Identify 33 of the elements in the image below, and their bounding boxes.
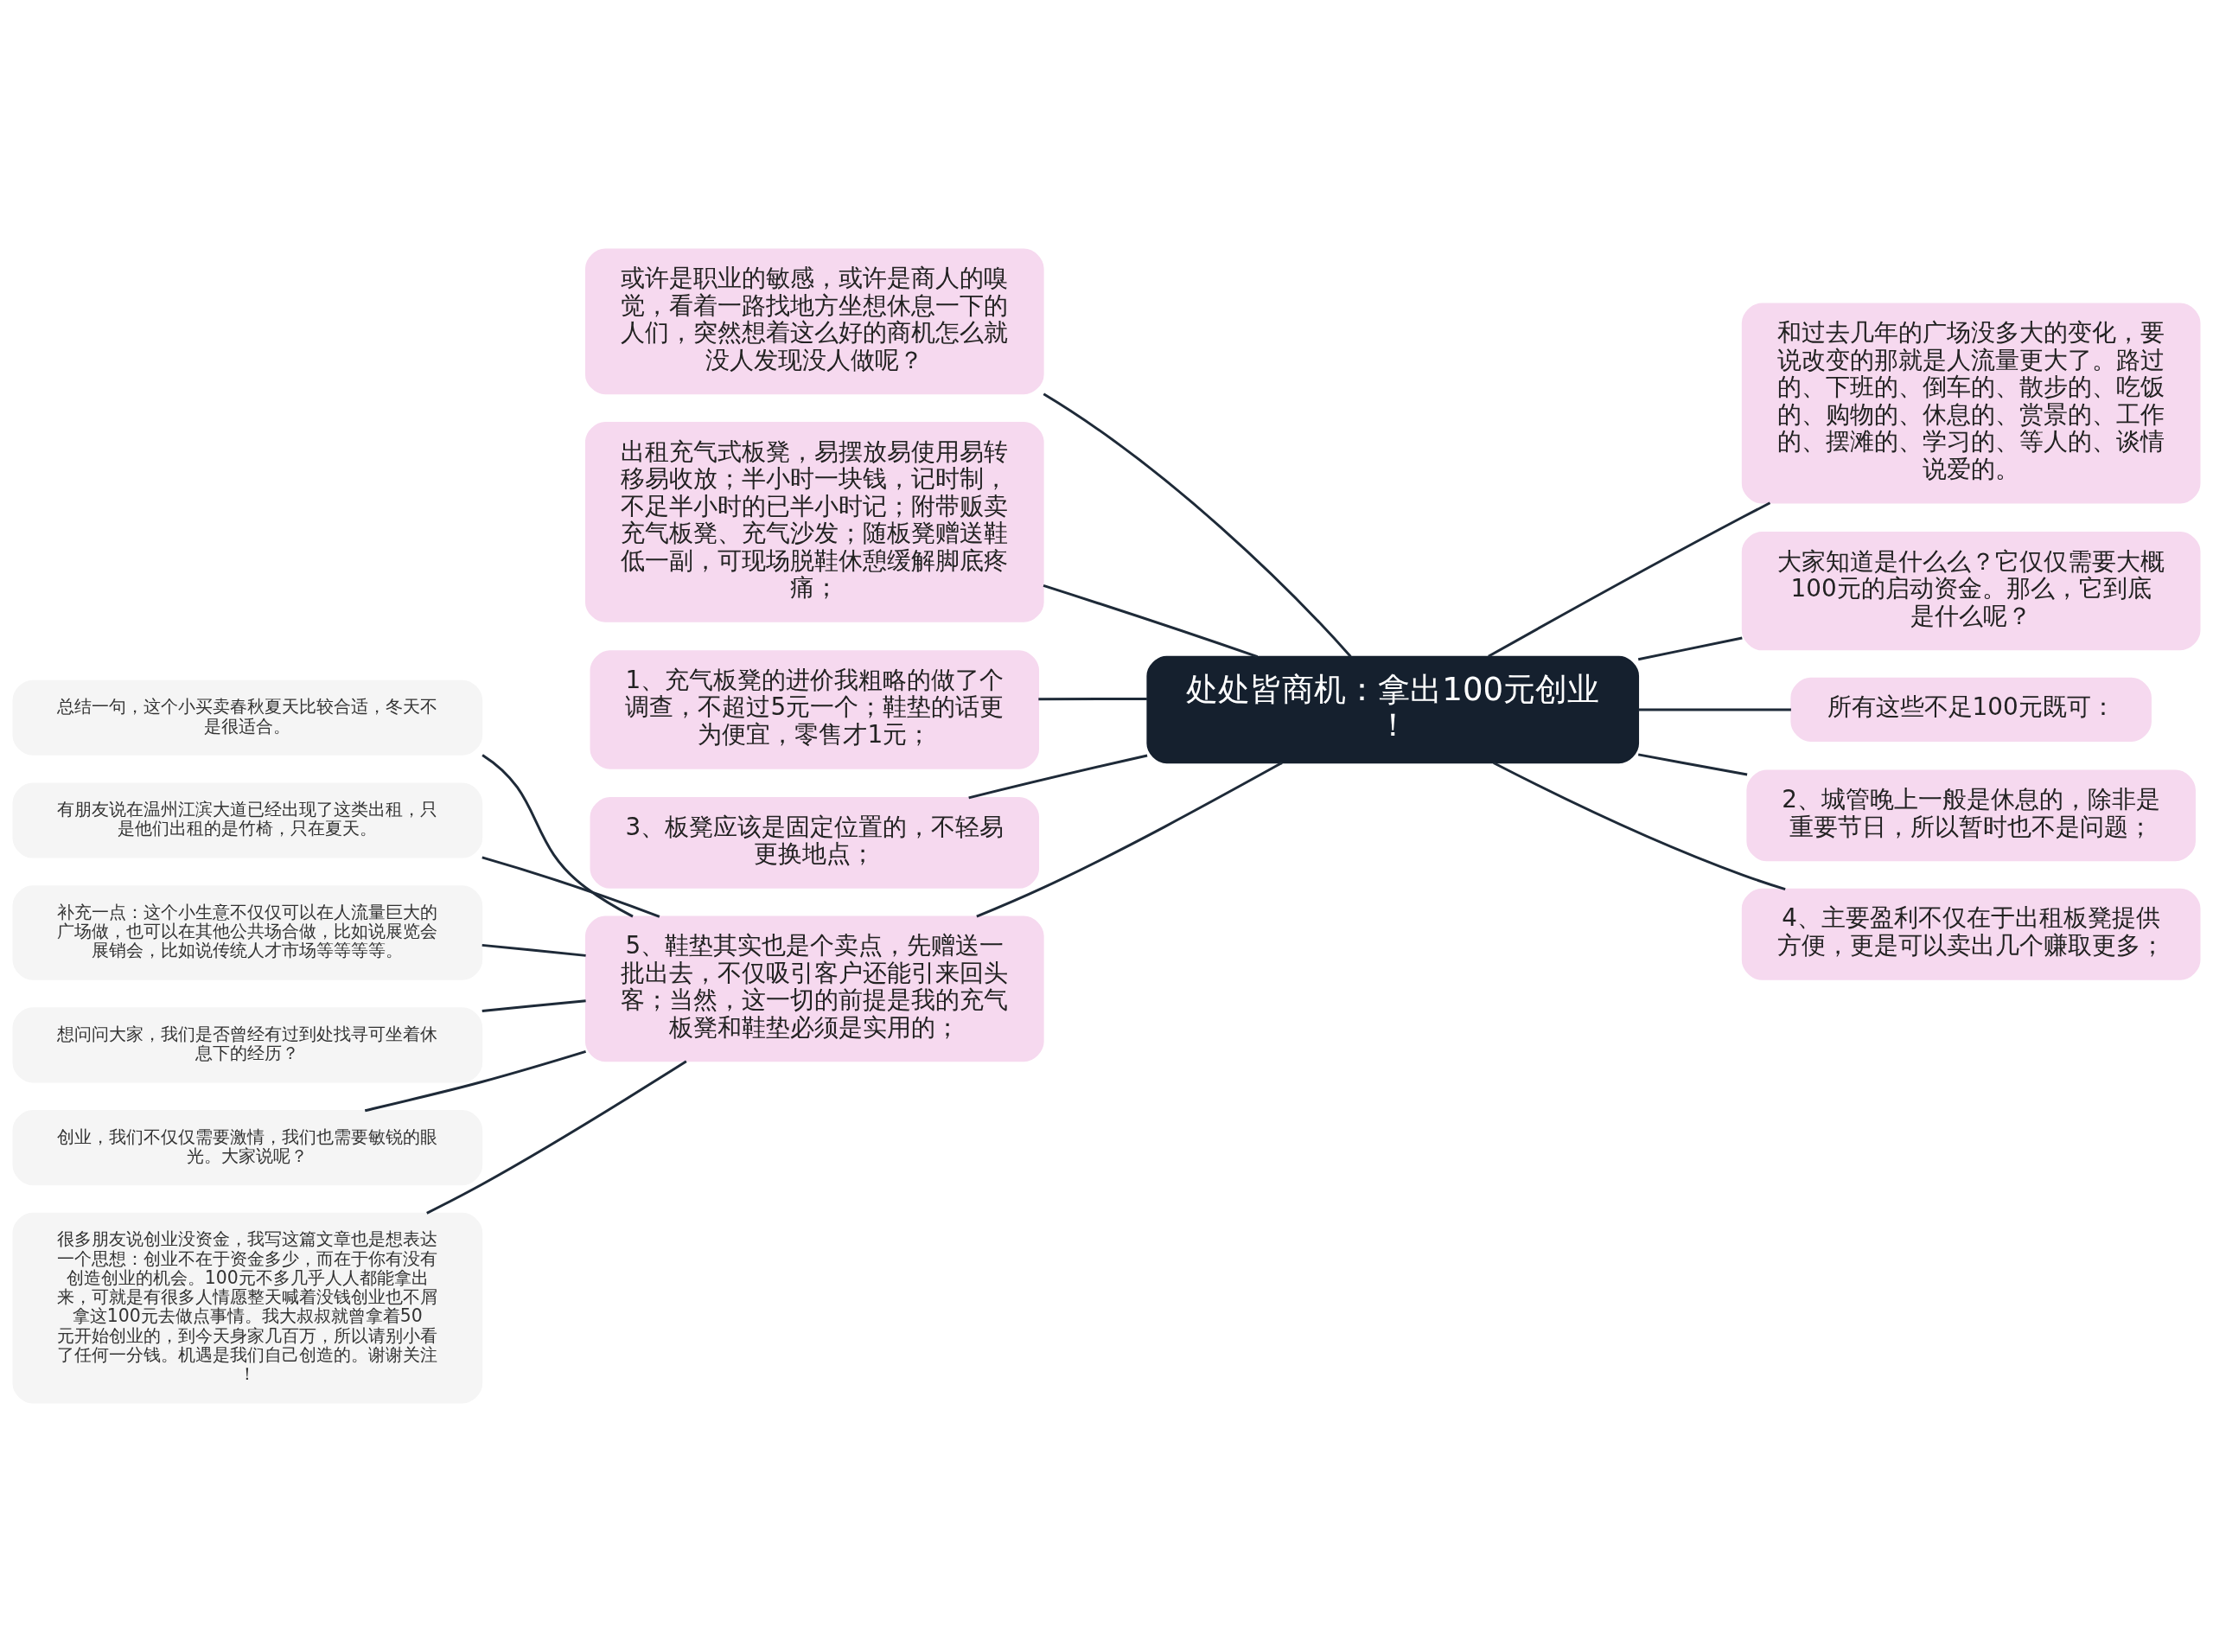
connector <box>1043 584 1259 659</box>
connector <box>1637 753 1748 776</box>
connector <box>482 999 586 1013</box>
connector <box>482 856 660 918</box>
connector <box>1637 636 1743 661</box>
connector <box>426 1060 687 1215</box>
node-box: 补充一点：这个小生意不仅仅可以在人流量巨大的广场做，也可以在其他公共场合做，比如说展览会展销会，比如说传统人才市场等等等等。 <box>12 885 483 980</box>
node-box: 4、主要盈利不仅在于出租板凳提供方便，更是可以卖出几个赚取更多； <box>1741 888 2201 980</box>
connector <box>1638 708 1791 711</box>
node-box: 所有这些不足100元既可： <box>1790 677 2152 743</box>
node-box: 大家知道是什么么？它仅仅需要大概100元的启动资金。那么，它到底是什么呢？ <box>1741 532 2201 651</box>
node-box: 出租充气式板凳，易摆放易使用易转移易收放；半小时一块钱，记时制，不足半小时的已半小时记；附带贩卖充气板凳、充气沙发；随板凳赠送鞋低一副，可现场脱鞋休憩缓解脚底疼痛； <box>584 421 1044 622</box>
node-box: 想问问大家，我们是否曾经有过到处找寻可坐着休息下的经历？ <box>12 1007 483 1083</box>
node-box: 3、板凳应该是固定位置的，不轻易更换地点； <box>590 797 1040 889</box>
node-box: 很多朋友说创业没资金，我写这篇文章也是想表达一个思想：创业不在于资金多少，而在于你有没有创造创业的机会。100元不多几乎人人都能拿出来，可就是有很多人情愿整天喊着没钱创业也不屑拿这100元去做点事情。我大叔叔就曾拿着50元开始创业的，到今天身家几百万，所以请别小看了任何一分钱。机遇是我们自己创造的。谢谢关注！ <box>12 1212 483 1404</box>
connector <box>482 754 634 918</box>
node-box: 总结一句，这个小买卖春秋夏天比较合适，冬天不是很适合。 <box>12 679 483 756</box>
node-box: 和过去几年的广场没多大的变化，要说改变的那就是人流量更大了。路过的、下班的、倒车的、散步的、吃饭的、购物的、休息的、赏景的、工作的、摆滩的、学习的、等人的、谈情说爱的。 <box>1741 303 2201 504</box>
connector <box>968 754 1148 800</box>
node-box: 有朋友说在温州江滨大道已经出现了这类出租，只是他们出租的是竹椅，只在夏天。 <box>12 782 483 858</box>
node-box: 1、充气板凳的进价我粗略的做了个调查，不超过5元一个；鞋垫的话更为便宜，零售才1元； <box>590 650 1040 769</box>
connector <box>482 943 586 957</box>
connector <box>1493 762 1786 891</box>
connector <box>1038 697 1147 701</box>
connector <box>1043 392 1352 658</box>
node-box: 5、鞋垫其实也是个卖点，先赠送一批出去，不仅吸引客户还能引来回头客；当然，这一切的前提是我的充气板凳和鞋垫必须是实用的； <box>584 915 1044 1062</box>
connector <box>1488 501 1771 658</box>
node-box: 或许是职业的敏感，或许是商人的嗅觉，看着一路找地方坐想休息一下的人们，突然想着这么好的商机怎么就没人发现没人做呢？ <box>584 248 1044 395</box>
connector <box>364 1049 587 1113</box>
node-box: 2、城管晚上一般是休息的，除非是重要节日，所以暂时也不是问题； <box>1746 769 2196 862</box>
node-box: 处处皆商机：拿出100元创业！ <box>1146 655 1640 764</box>
connector <box>976 762 1283 918</box>
node-box: 创业，我们不仅仅需要激情，我们也需要敏锐的眼光。大家说呢？ <box>12 1109 483 1186</box>
